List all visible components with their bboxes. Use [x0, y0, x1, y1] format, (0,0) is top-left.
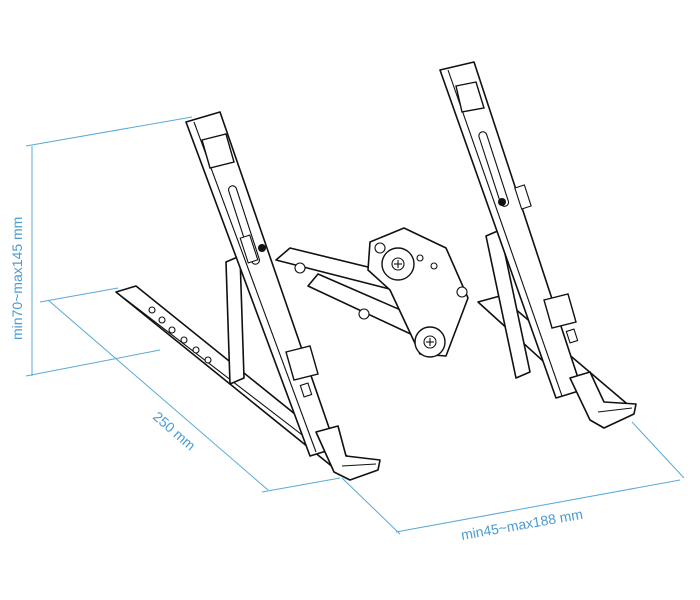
- height-extension-top: [25, 116, 193, 147]
- width-dimension-line: [395, 479, 681, 533]
- left-frame: [115, 111, 381, 481]
- right-front-foot: [569, 371, 637, 429]
- height-extension-bottom: [25, 349, 161, 377]
- left-support-leg: [225, 255, 245, 385]
- right-adjust-slot: [478, 131, 510, 207]
- base-hole: [192, 346, 200, 354]
- left-top-pad: [201, 133, 235, 169]
- depth-extension-back: [39, 287, 119, 303]
- depth-extension-front: [261, 477, 341, 493]
- width-extension-right: [631, 421, 685, 479]
- right-slot-screw: [498, 198, 506, 206]
- right-pivot: [456, 286, 468, 298]
- left-slot-screw: [258, 244, 266, 252]
- left-front-foot: [315, 425, 381, 481]
- base-hole: [204, 356, 212, 364]
- width-extension-left: [341, 477, 401, 535]
- right-lower-pad: [543, 293, 577, 329]
- folding-arm: [275, 227, 469, 358]
- left-clip: [239, 234, 259, 264]
- width-dimension-label: min45~max188 mm: [460, 506, 584, 543]
- base-hole: [148, 306, 156, 314]
- left-lower-pad: [285, 345, 319, 381]
- base-hole: [180, 336, 188, 344]
- hinge-hole-1: [374, 242, 386, 254]
- base-hole: [158, 316, 166, 324]
- height-dimension: min70~max145 mm: [9, 116, 193, 377]
- center-pivot: [358, 308, 370, 320]
- right-top-pad: [455, 81, 485, 113]
- depth-dimension-line: [47, 299, 269, 491]
- height-dimension-label: min70~max145 mm: [9, 217, 25, 340]
- right-lower-clip: [565, 328, 579, 344]
- width-dimension: min45~max188 mm: [341, 421, 685, 543]
- left-pivot: [294, 262, 306, 274]
- right-clip: [514, 184, 532, 210]
- left-lower-clip: [299, 382, 313, 398]
- right-frame: [439, 61, 637, 429]
- depth-dimension-label: 250 mm: [150, 408, 199, 453]
- base-hole: [168, 326, 176, 334]
- right-support-leg: [485, 229, 531, 379]
